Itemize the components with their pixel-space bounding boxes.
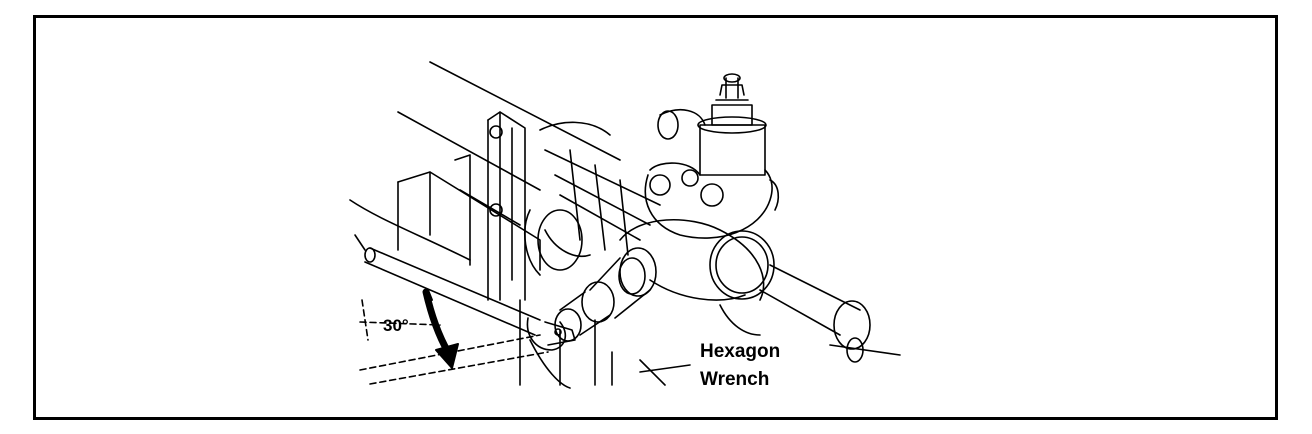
vise-fixture: [349, 61, 621, 389]
tool-label-line1: Hexagon: [700, 341, 781, 362]
rack-tube: [524, 121, 661, 276]
rotation-arrow: [422, 288, 459, 369]
tool-label-line2: Wrench: [700, 369, 770, 390]
hexagon-wrench: [364, 247, 576, 351]
gear-housing: [611, 218, 901, 386]
socket: [554, 247, 657, 342]
angle-label: 30°: [383, 316, 409, 335]
valve-housing: [644, 73, 780, 239]
rotated-position-dashed: [359, 299, 549, 385]
diagram-frame: [33, 15, 1278, 420]
